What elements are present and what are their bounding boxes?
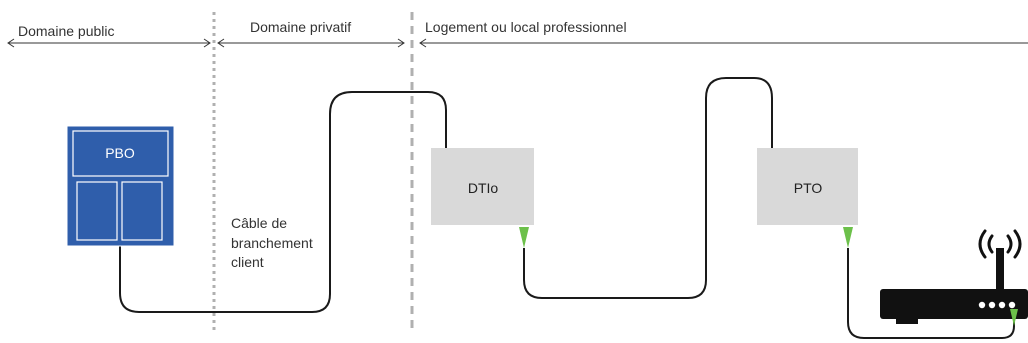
zone-label-private: Domaine privatif — [250, 19, 351, 35]
cable-pto-to-router — [847, 248, 1015, 339]
router-connector — [1010, 309, 1018, 326]
dtio-connector — [519, 227, 529, 248]
private-zone-arrow-right — [397, 38, 405, 48]
router-led-3 — [998, 301, 1006, 309]
zone-headers: Domaine public Domaine privatif Logement… — [7, 19, 1028, 48]
router-foot-left — [896, 318, 918, 324]
router-led-1 — [978, 301, 986, 309]
zone-label-home: Logement ou local professionnel — [425, 19, 627, 35]
wifi-icon — [978, 229, 1022, 259]
pbo-left-panel — [76, 181, 118, 241]
pbo-box: PBO — [66, 125, 175, 247]
pbo-top-panel — [72, 130, 169, 177]
cable-label-line-2: branchement — [231, 235, 313, 251]
wifi-wave-left-outer — [978, 229, 987, 259]
pto-body — [757, 148, 858, 225]
dtio-box: DTIo — [431, 148, 534, 248]
router-antenna — [996, 248, 1004, 292]
pbo-label: PBO — [105, 145, 135, 161]
cable-pbo-to-dtio — [119, 91, 447, 313]
router-led-4 — [1008, 301, 1016, 309]
pbo-right-panel — [121, 181, 163, 241]
router-icon — [880, 248, 1028, 326]
router-led-2 — [988, 301, 996, 309]
private-zone-arrow-left — [217, 38, 225, 48]
pto-box: PTO — [757, 148, 858, 248]
public-zone-arrow-right — [203, 38, 211, 48]
home-zone-arrow-left — [419, 38, 427, 48]
pto-connector — [843, 227, 853, 248]
cable-label: Câble de branchement client — [231, 215, 317, 270]
dtio-body — [431, 148, 534, 225]
zone-label-public: Domaine public — [18, 23, 115, 39]
dtio-label: DTIo — [468, 180, 499, 196]
pto-label: PTO — [794, 180, 823, 196]
cable-label-line-3: client — [231, 254, 264, 270]
wifi-wave-right-inner — [1006, 234, 1013, 254]
router-body — [880, 289, 1028, 319]
cable-label-line-1: Câble de — [231, 215, 287, 231]
cable-dtio-to-pto — [523, 77, 773, 299]
wifi-wave-right-outer — [1013, 229, 1022, 259]
public-zone-arrow-left — [7, 38, 15, 48]
pbo-body — [66, 125, 175, 247]
wifi-wave-left-inner — [987, 234, 994, 254]
